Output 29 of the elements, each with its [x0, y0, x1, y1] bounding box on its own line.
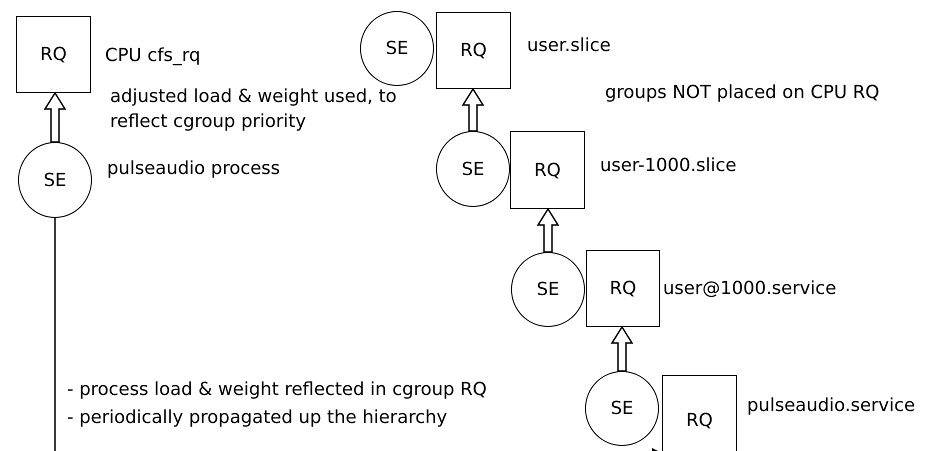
- hollow-arrow: [536, 208, 560, 253]
- queue-box: [16, 16, 91, 93]
- node-caption: pulseaudio process: [107, 157, 280, 181]
- hollow-arrow: [462, 88, 484, 132]
- node-caption: user.slice: [527, 34, 611, 58]
- queue-box: [436, 12, 511, 89]
- node-caption: pulseaudio.service: [747, 394, 916, 418]
- note-text: - process load & weight reflected in cgroup RQ: [67, 378, 487, 402]
- note-text: - periodically propagated up the hierarchy: [67, 406, 448, 430]
- node-label: RQ: [534, 160, 561, 180]
- node-label: RQ: [460, 40, 487, 61]
- node-caption: user-1000.slice: [600, 154, 736, 178]
- node-caption: user@1000.service: [663, 277, 836, 301]
- queue-box: [586, 250, 660, 327]
- node-label: SE: [462, 158, 484, 180]
- node-label: SE: [386, 38, 408, 59]
- node-label: SE: [44, 170, 66, 190]
- note-text: groups NOT placed on CPU RQ: [605, 81, 880, 105]
- node-label: SE: [536, 279, 560, 300]
- hollow-arrow: [610, 326, 634, 372]
- hollow-arrow: [44, 92, 66, 143]
- queue-box: [510, 131, 585, 209]
- edge-label: adjusted load & weight used, to reflect cgroup priority: [110, 85, 398, 134]
- queue-box: [662, 375, 737, 451]
- node-label: RQ: [40, 44, 67, 65]
- node-label: RQ: [686, 410, 713, 430]
- node-label: RQ: [610, 278, 636, 299]
- node-caption: CPU cfs_rq: [105, 44, 200, 68]
- node-label: SE: [610, 398, 634, 419]
